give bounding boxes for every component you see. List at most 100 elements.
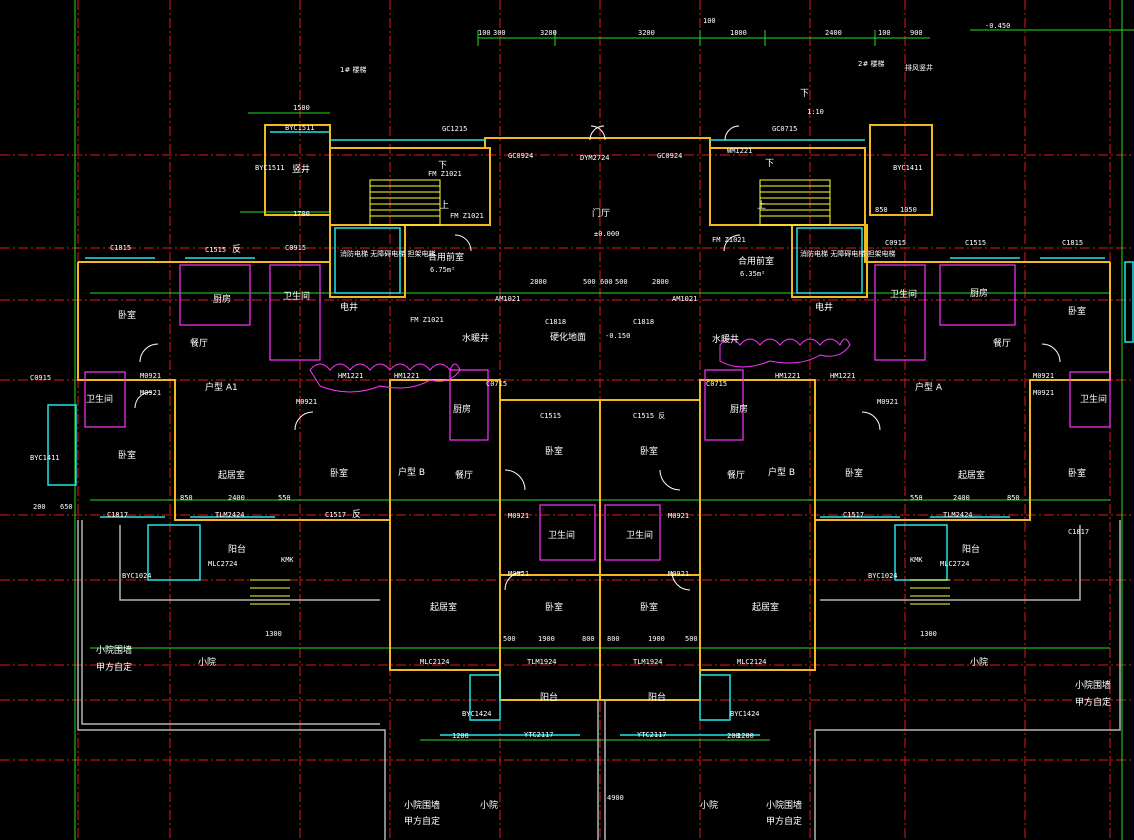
dim-500-mid: 500 xyxy=(503,635,516,643)
bedroom-3: 卧室 xyxy=(330,467,348,479)
hm1221-c: HM1221 xyxy=(775,372,800,380)
c1515-right: C1515 xyxy=(965,239,986,247)
living-3: 起居室 xyxy=(752,601,779,613)
bedroom-1: 卧室 xyxy=(118,309,136,321)
dim-800-b: 800 xyxy=(607,635,620,643)
owner-note-br: 甲方自定 xyxy=(766,815,802,827)
kmk-right: KMK xyxy=(910,556,923,564)
revision-clouds xyxy=(309,338,851,393)
fmz1021-a: FM Z1021 xyxy=(428,170,462,178)
anteroom-right-area: 6.35m² xyxy=(740,270,765,278)
dining-2: 餐厅 xyxy=(455,469,473,481)
dim-2800-b: 2800 xyxy=(652,278,669,286)
elevation-015: -0.150 xyxy=(605,332,630,340)
byc1024-right: BYC1024 xyxy=(868,572,898,580)
byc1424-right: BYC1424 xyxy=(730,710,760,718)
dim-850-left: 850 xyxy=(180,494,193,502)
bath-3: 卫生间 xyxy=(548,529,575,541)
dim-850-rstair: 850 xyxy=(875,206,888,214)
dim-900-top: 900 xyxy=(910,29,923,37)
c1815-left: C1815 xyxy=(110,244,131,252)
balcony-3: 阳台 xyxy=(648,691,666,703)
dim-2400-right: 2400 xyxy=(953,494,970,502)
dim-200-left: 200 xyxy=(33,503,46,511)
dim-1900-b: 1900 xyxy=(648,635,665,643)
unit-b-left-label: 户型 B xyxy=(398,466,425,478)
kmk-left: KMK xyxy=(281,556,294,564)
gc0715-label: GC0715 xyxy=(772,125,797,133)
anteroom-left-area: 6.75m² xyxy=(430,266,455,274)
bedroom-4: 卧室 xyxy=(545,445,563,457)
yard-wall-note-right: 小院围墙 xyxy=(1075,679,1111,691)
mlc2724-right: MLC2724 xyxy=(940,560,970,568)
bath-6: 卫生间 xyxy=(1080,393,1107,405)
bedroom-2: 卧室 xyxy=(118,449,136,461)
stair-treads xyxy=(250,179,950,605)
wm1221-label: WM1221 xyxy=(727,147,752,155)
bath-2: 卫生间 xyxy=(86,393,113,405)
c0915-left: C0915 xyxy=(285,244,306,252)
c1517-left: C1517 xyxy=(325,511,346,519)
dim-1300-left: 1300 xyxy=(265,630,282,638)
dim-550-right: 550 xyxy=(910,494,923,502)
pipe-shaft-label: 排风竖井 xyxy=(905,63,933,72)
dim-1500-left: 1500 xyxy=(293,104,310,112)
elevation-label: -0.450 xyxy=(985,22,1010,30)
m0921-5: M0921 xyxy=(668,512,689,520)
m0921-3: M0921 xyxy=(296,398,317,406)
down-left: 下 xyxy=(438,161,447,171)
dim-300-top: 300 xyxy=(493,29,506,37)
anteroom-left: 合用前室 xyxy=(428,251,464,263)
c1515-mid-right: C1515 反 xyxy=(633,411,665,420)
anteroom-right: 合用前室 xyxy=(738,255,774,267)
yard-wall-note-bl: 小院围墙 xyxy=(404,799,440,811)
bath-4: 卫生间 xyxy=(626,529,653,541)
fmz1021-d: FM Z1021 xyxy=(410,316,444,324)
dim-1200-bottom-r: 1200 xyxy=(737,732,754,740)
m0921-10: M0921 xyxy=(1033,389,1054,397)
kitchen-1: 厨房 xyxy=(213,293,231,305)
door-swings xyxy=(134,125,1061,591)
tlm1924-left: TLM1924 xyxy=(527,658,557,666)
hm1221-d: HM1221 xyxy=(830,372,855,380)
c1517-right: C1517 xyxy=(843,511,864,519)
dym-label: DYM2724 xyxy=(580,154,610,162)
up-left: 上 xyxy=(440,200,449,211)
m0921-4: M0921 xyxy=(508,512,529,520)
unit-a-label: 户型 A xyxy=(915,381,943,393)
wall-outline xyxy=(77,124,1111,701)
dim-2400-left: 2400 xyxy=(228,494,245,502)
dim-1800-top: 1800 xyxy=(730,29,747,37)
kitchen-3: 厨房 xyxy=(730,403,748,415)
byc1511-vertical: BYC1511 xyxy=(255,164,285,172)
dim-1300-right: 1300 xyxy=(920,630,937,638)
bedroom-5: 卧室 xyxy=(640,445,658,457)
fmz1021-b: FM Z1021 xyxy=(450,212,484,220)
dim-100-peak: 100 xyxy=(703,17,716,25)
c0915-right: C0915 xyxy=(885,239,906,247)
water-shaft-left: 水暖井 xyxy=(462,332,489,344)
living-4: 起居室 xyxy=(958,469,985,481)
m0921-6: M0921 xyxy=(508,570,529,578)
byc1424-left: BYC1424 xyxy=(462,710,492,718)
dim-1200-bottom: 1200 xyxy=(452,732,469,740)
yard-1: 小院 xyxy=(198,656,216,668)
c0915-vertical: C0915 xyxy=(30,374,51,382)
am1021-right: AM1021 xyxy=(672,295,697,303)
unit-a1-label: 户型 A1 xyxy=(205,381,238,393)
gc1215-label: GC1215 xyxy=(442,125,467,133)
lobby-label: 门厅 xyxy=(592,207,610,219)
dim-4900: 4900 xyxy=(607,794,624,802)
dim-1050-rstair: 1050 xyxy=(900,206,917,214)
water-shaft-right: 水暖井 xyxy=(712,333,739,345)
dim-800-a: 800 xyxy=(582,635,595,643)
bedroom-7: 卧室 xyxy=(1068,305,1086,317)
yard-3: 小院 xyxy=(700,799,718,811)
windows xyxy=(47,131,1134,736)
c1818-right: C1818 xyxy=(633,318,654,326)
tlm2424-left: TLM2424 xyxy=(215,511,245,519)
hm1221-a: HM1221 xyxy=(338,372,363,380)
yard-2: 小院 xyxy=(480,799,498,811)
